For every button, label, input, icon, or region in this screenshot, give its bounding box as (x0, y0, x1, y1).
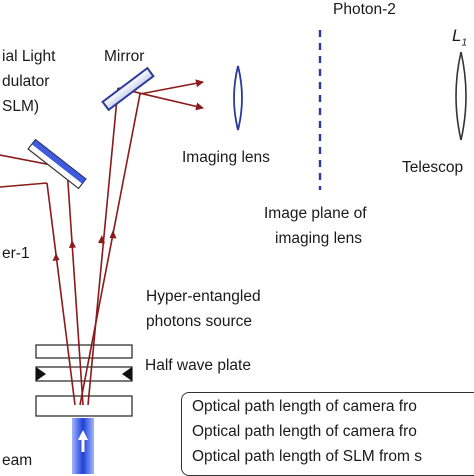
beam-left-inner (66, 167, 84, 406)
note-line-2: Optical path length of camera fro (192, 423, 417, 440)
beam-arrow-right-inner (98, 235, 105, 244)
pump-arrow-icon (78, 430, 88, 452)
wave-plate-bottom (35, 395, 133, 417)
mirror-label: Mirror (104, 48, 145, 65)
slm-label-line3: SLM) (2, 98, 40, 115)
imaging-lens (233, 65, 243, 131)
telescope-label: Telescop (402, 159, 464, 176)
image-plane-label-line2: imaging lens (275, 230, 363, 247)
l1-label: L1 (452, 26, 468, 49)
slm-label-line2: dulator (2, 73, 50, 90)
slm-element (27, 138, 87, 190)
beam-right-inner (87, 87, 119, 406)
beam-left-outer (46, 182, 76, 406)
beam-arrow-left-outer (52, 253, 60, 261)
splitter-label: er-1 (2, 245, 30, 262)
bbo-crystal (35, 366, 133, 382)
note-line-1: Optical path length of camera fro (192, 398, 417, 415)
beam-slm-out-1 (0, 182, 48, 188)
telescope-lens-l1 (455, 51, 467, 141)
wave-plate-top (35, 344, 133, 359)
beam-right-outer (79, 93, 141, 406)
mirror-element (101, 66, 155, 112)
source-label-line1: Hyper-entangled (146, 288, 261, 305)
beam-mirror-out-1 (139, 79, 204, 95)
crystal-wedge-left (36, 367, 46, 381)
source-label-line2: photons source (146, 313, 252, 330)
image-plane-label-line1: Image plane of (264, 205, 367, 222)
note-line-3: Optical path length of SLM from s (192, 448, 423, 465)
beam-label: eam (2, 452, 33, 469)
photon2-label: Photon-2 (333, 1, 396, 18)
crystal-wedge-right (122, 367, 132, 381)
beam-arrow-left-inner (69, 240, 76, 248)
beam-arrow-right-outer (109, 230, 117, 239)
imaging-lens-label: Imaging lens (182, 149, 270, 166)
slm-label-line1: ial Light (2, 48, 56, 65)
half-wave-plate-label: Half wave plate (145, 357, 251, 374)
notes-box: Optical path length of camera fro Optica… (181, 392, 474, 476)
